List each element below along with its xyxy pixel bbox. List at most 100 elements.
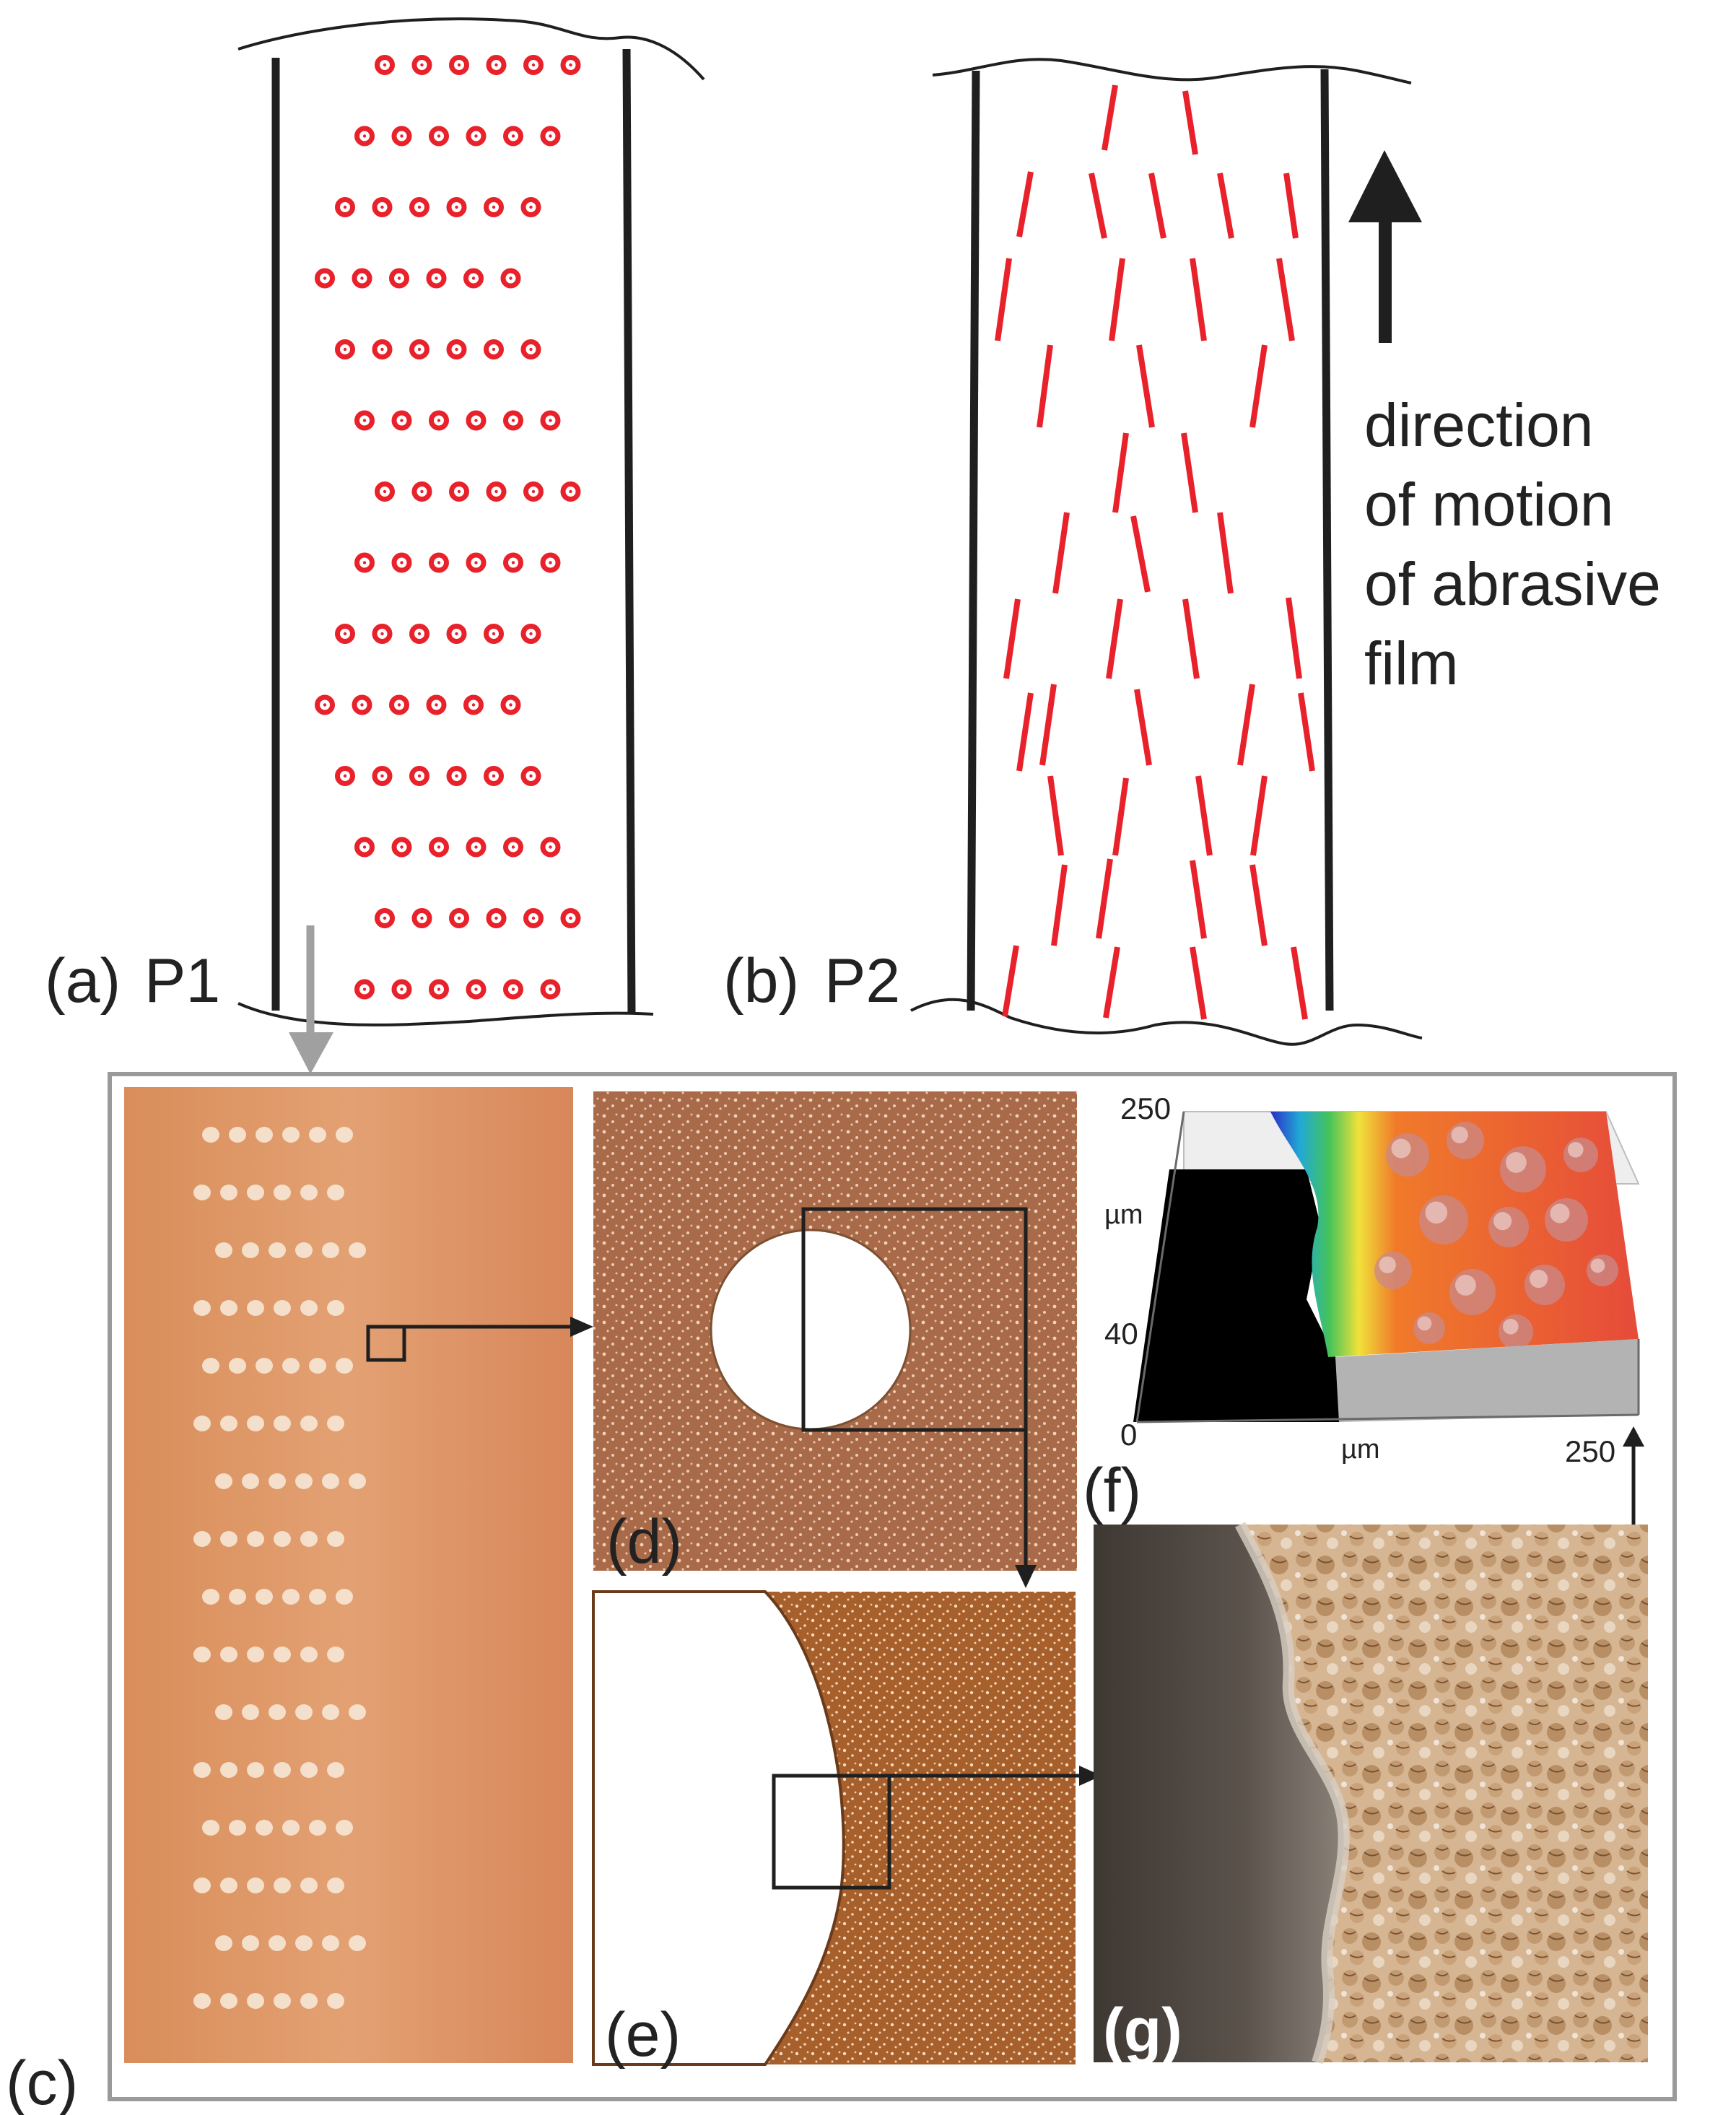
hole-ring-icon — [409, 766, 429, 786]
film-hole — [295, 1935, 313, 1951]
hole-ring-icon — [335, 197, 355, 217]
panel-b-right-edge — [1320, 69, 1334, 1011]
panel-b-pattern-name: P2 — [824, 946, 900, 1016]
film-hole — [274, 1300, 291, 1316]
panel-c-zoom-box — [366, 1325, 406, 1362]
slot-mark — [1182, 90, 1198, 155]
hole-ring-icon — [335, 766, 355, 786]
panel-b — [910, 58, 1423, 1046]
film-hole — [220, 1185, 237, 1200]
hole-ring-icon — [446, 624, 467, 644]
film-hole — [274, 1878, 291, 1893]
slot-mark — [1195, 775, 1213, 856]
hole-ring-icon — [449, 55, 469, 75]
film-hole — [274, 1185, 291, 1200]
hole-ring-icon — [486, 908, 507, 928]
slot-mark — [1112, 432, 1129, 513]
slot-mark — [1002, 945, 1019, 1017]
hole-ring-icon — [426, 268, 447, 289]
film-hole — [202, 1358, 219, 1374]
film-hole — [193, 1185, 211, 1200]
film-hole — [269, 1704, 286, 1720]
hole-ring-icon — [463, 694, 484, 715]
film-hole — [282, 1820, 300, 1836]
film-hole — [269, 1935, 286, 1951]
slot-mark — [1298, 692, 1315, 772]
slot-mark — [1283, 173, 1299, 239]
hole-ring-icon — [466, 837, 487, 858]
film-hole — [215, 1473, 232, 1489]
film-hole — [229, 1589, 246, 1605]
slot-mark — [1016, 692, 1034, 772]
panel-c-label: (c) — [6, 2049, 78, 2115]
hole-ring-icon — [560, 481, 581, 502]
film-hole — [327, 1531, 344, 1547]
panel-f-x-unit: µm — [1341, 1434, 1380, 1465]
film-hole — [247, 1416, 264, 1431]
surface-grain-highlight — [1493, 1212, 1512, 1231]
film-hole — [256, 1820, 273, 1836]
slot-mark — [1249, 344, 1268, 428]
hole-ring-icon — [484, 624, 504, 644]
slot-mark — [1237, 684, 1255, 766]
hole-ring-icon — [372, 624, 393, 644]
panel-c-photo — [124, 1087, 573, 2063]
panel-a-top-boundary — [237, 17, 705, 81]
film-hole — [300, 1878, 318, 1893]
hole-ring-icon — [466, 410, 487, 431]
arrow-right-icon — [570, 1317, 593, 1337]
panel-e-hole-edge — [592, 1590, 845, 2066]
film-hole — [282, 1589, 300, 1605]
panel-e-zoom-box — [772, 1774, 891, 1890]
film-hole — [309, 1358, 326, 1374]
hole-ring-icon — [503, 552, 523, 573]
film-hole — [193, 1878, 211, 1893]
panel-f-base-front — [1335, 1339, 1639, 1422]
film-hole — [193, 1762, 211, 1778]
film-hole — [300, 1993, 318, 2009]
hole-ring-icon — [375, 55, 395, 75]
slot-mark — [1109, 258, 1125, 341]
film-hole — [274, 1993, 291, 2009]
panel-b-slot-pattern — [995, 84, 1315, 1020]
hole-ring-icon — [372, 197, 393, 217]
surface-grain-highlight — [1379, 1256, 1396, 1273]
hole-ring-icon — [540, 837, 561, 858]
panel-f: 250 µm 40 0 µm 250 (f) — [1083, 1091, 1644, 1527]
hole-ring-icon — [429, 979, 449, 1000]
hole-ring-icon — [411, 55, 432, 75]
surface-grain-highlight — [1550, 1203, 1570, 1224]
slot-mark — [1190, 258, 1207, 341]
hole-ring-icon — [520, 339, 541, 359]
film-hole — [247, 1993, 264, 2009]
hole-ring-icon — [354, 126, 375, 147]
panel-b-top-boundary — [932, 58, 1412, 84]
hole-ring-icon — [484, 339, 504, 359]
film-hole — [269, 1473, 286, 1489]
slot-mark — [1181, 432, 1198, 513]
arrow-up-icon — [1348, 150, 1422, 343]
panel-e-label: (e) — [605, 2000, 681, 2070]
film-hole — [327, 1878, 344, 1893]
hole-ring-icon — [429, 410, 449, 431]
hole-ring-icon — [466, 552, 487, 573]
hole-ring-icon — [484, 766, 504, 786]
slot-mark — [1102, 84, 1118, 151]
film-hole — [247, 1647, 264, 1662]
film-hole — [193, 1531, 211, 1547]
arrow-down-icon — [1015, 1565, 1037, 1588]
panel-b-label: (b) — [723, 946, 799, 1016]
film-hole — [274, 1762, 291, 1778]
hole-ring-icon — [466, 126, 487, 147]
slot-mark — [1016, 171, 1034, 237]
film-hole — [327, 1647, 344, 1662]
hole-ring-icon — [315, 268, 335, 289]
film-hole — [300, 1647, 318, 1662]
hole-ring-icon — [540, 552, 561, 573]
panel-g-dark-region — [1094, 1525, 1344, 2062]
film-hole — [300, 1416, 318, 1431]
hole-ring-icon — [503, 979, 523, 1000]
direction-line-3: of abrasive — [1364, 550, 1661, 618]
hole-ring-icon — [540, 126, 561, 147]
